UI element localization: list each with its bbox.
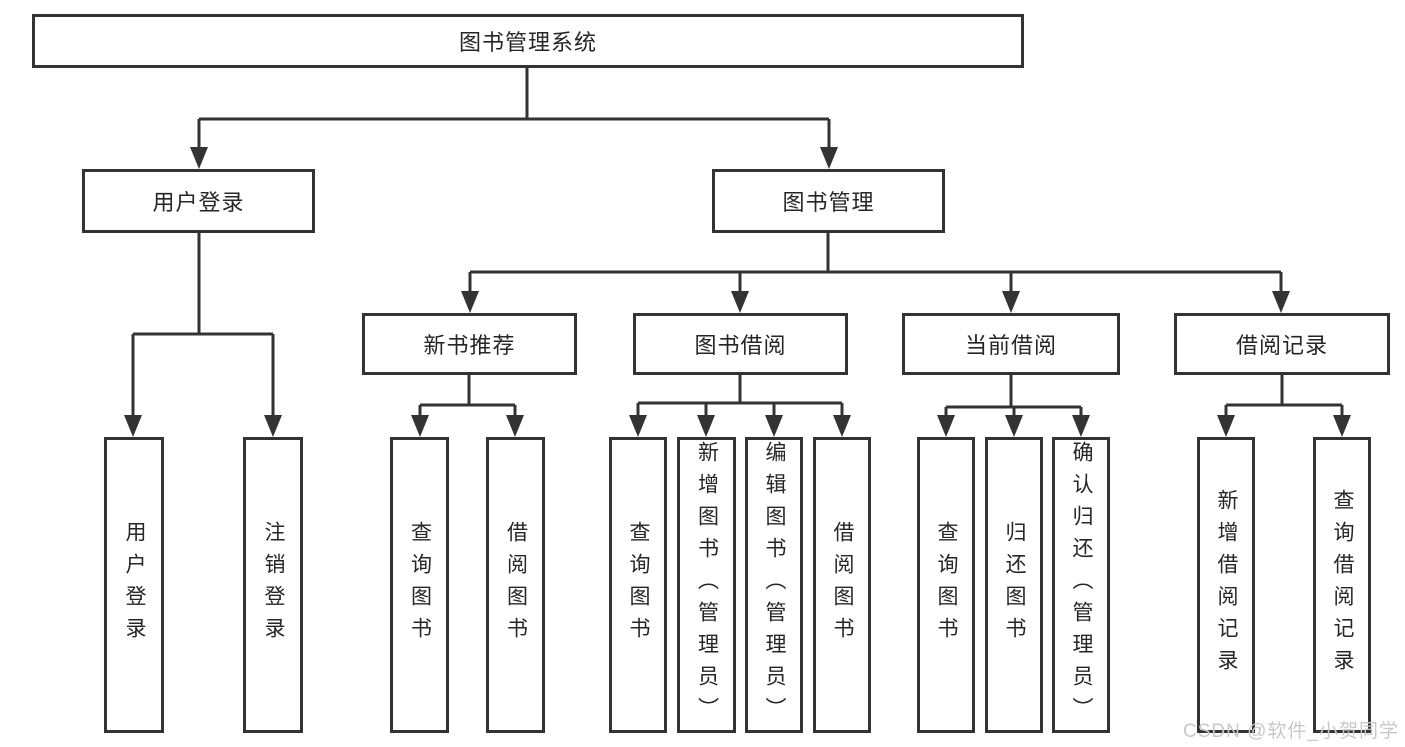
- node-label: 当前借阅: [964, 333, 1057, 358]
- leaf-label: 查询图书: [408, 521, 432, 649]
- leaf-records-query-borrow-record: 查询借阅记录: [1313, 437, 1371, 733]
- leaf-current-query-books: 查询图书: [917, 437, 975, 733]
- node-label: 新书推荐: [423, 333, 516, 358]
- leaf-label: 新增借阅记录: [1215, 489, 1239, 681]
- node-user-login: 用户登录: [82, 169, 315, 233]
- leaf-borrowing-query-books: 查询图书: [609, 437, 667, 733]
- leaf-label: 注销登录: [262, 521, 286, 649]
- leaf-label: 借阅图书: [504, 521, 528, 649]
- leaf-current-confirm-return-admin: 确认归还（管理员）: [1052, 437, 1110, 733]
- connector-stems: [131, 67, 1344, 416]
- leaf-records-add-borrow-record: 新增借阅记录: [1197, 437, 1255, 733]
- leaf-recommend-query-books: 查询图书: [390, 437, 449, 733]
- node-label: 图书借阅: [694, 333, 787, 358]
- arrowheads: [124, 147, 1351, 437]
- leaf-logout-login: 注销登录: [243, 437, 303, 733]
- node-label: 用户登录: [152, 190, 245, 215]
- node-label: 图书管理系统: [458, 30, 597, 55]
- csdn-watermark: CSDN @软件_小贺同学: [1183, 721, 1399, 742]
- leaf-label: 查询图书: [935, 521, 959, 649]
- node-borrowing-records: 借阅记录: [1174, 313, 1390, 375]
- node-label: 借阅记录: [1235, 333, 1328, 358]
- leaf-label: 借阅图书: [831, 521, 855, 649]
- leaf-user-login: 用户登录: [104, 437, 164, 733]
- leaf-label: 查询图书: [627, 521, 651, 649]
- node-current-borrowing: 当前借阅: [902, 313, 1120, 375]
- leaf-label: 确认归还（管理员）: [1070, 441, 1094, 729]
- leaf-label: 归还图书: [1003, 521, 1027, 649]
- leaf-label: 用户登录: [123, 521, 147, 649]
- node-label: 图书管理: [782, 190, 875, 215]
- leaf-borrowing-borrow-books: 借阅图书: [813, 437, 871, 733]
- node-book-borrowing: 图书借阅: [633, 313, 848, 375]
- leaf-label: 新增图书（管理员）: [695, 441, 719, 729]
- leaf-borrowing-add-books-admin: 新增图书（管理员）: [677, 437, 736, 733]
- leaf-label: 查询借阅记录: [1331, 489, 1355, 681]
- node-new-book-recommend: 新书推荐: [362, 313, 577, 375]
- leaf-recommend-borrow-books: 借阅图书: [486, 437, 545, 733]
- node-library-management-system: 图书管理系统: [32, 14, 1024, 68]
- leaf-label: 编辑图书（管理员）: [763, 441, 787, 729]
- node-book-management: 图书管理: [712, 169, 945, 233]
- leaf-borrowing-edit-books-admin: 编辑图书（管理员）: [745, 437, 803, 733]
- leaf-current-return-books: 归还图书: [985, 437, 1043, 733]
